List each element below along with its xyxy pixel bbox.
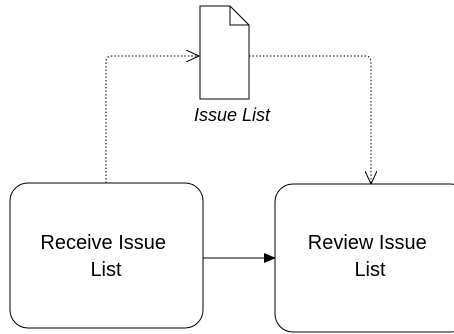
document-shape <box>199 5 250 100</box>
receive-box-label: Receive Issue List <box>40 232 171 281</box>
review-label-line2: List <box>354 259 386 281</box>
document-label: Issue List <box>194 105 271 125</box>
review-issue-list-box <box>274 183 454 333</box>
receive-label-line1: Receive Issue <box>40 232 166 254</box>
receive-issue-list-box <box>9 182 204 329</box>
review-label-line1: Review Issue <box>308 232 427 254</box>
dotted-connector-to-document <box>105 56 199 183</box>
review-box-label: Review Issue List <box>308 232 433 281</box>
dotted-connector-from-document <box>249 55 371 184</box>
receive-label-line2: List <box>90 259 122 281</box>
